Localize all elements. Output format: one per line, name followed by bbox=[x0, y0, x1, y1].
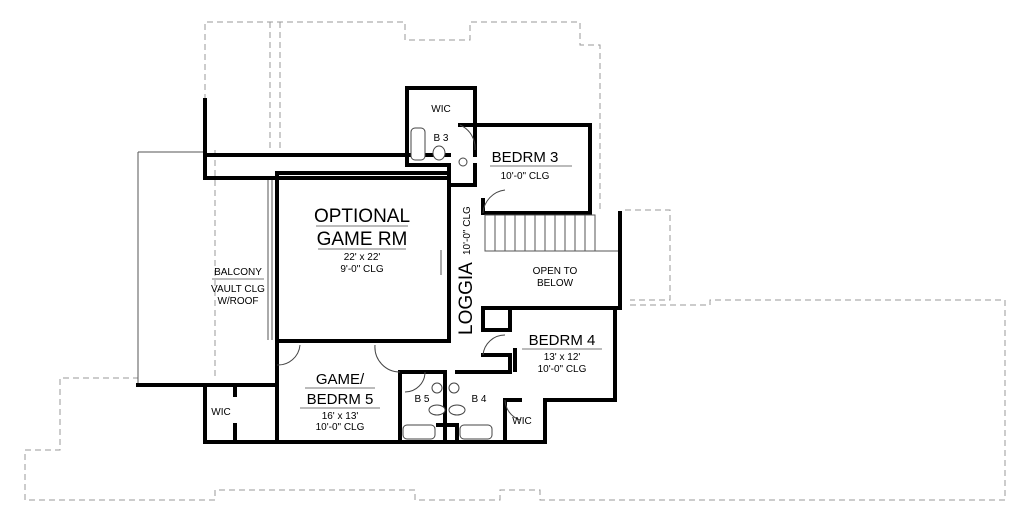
room-ceiling: 10'-0" CLG bbox=[462, 206, 473, 255]
toilet-b5 bbox=[428, 404, 446, 416]
room-note: W/ROOF bbox=[217, 296, 258, 307]
bath-b4-label: B 4 bbox=[471, 394, 486, 405]
room-name: BALCONY bbox=[214, 267, 262, 278]
room-ceiling: 9'-0" CLG bbox=[340, 264, 383, 275]
wic-top-label: WIC bbox=[431, 104, 450, 115]
label: BELOW bbox=[537, 278, 574, 289]
bath-b5-label: B 5 bbox=[414, 394, 429, 405]
room-bedrm3: BEDRM 3 10'-0" CLG bbox=[490, 149, 572, 182]
room-name: BEDRM 3 bbox=[492, 149, 559, 166]
toilet-b4 bbox=[448, 404, 466, 416]
bathtub-b3 bbox=[410, 127, 426, 161]
room-ceiling: 10'-0" CLG bbox=[501, 171, 550, 182]
room-name: OPTIONAL bbox=[314, 206, 410, 227]
room-size: 13' x 12' bbox=[544, 352, 581, 363]
room-name: LOGGIA bbox=[456, 262, 477, 335]
room-size: 22' x 22' bbox=[344, 252, 381, 263]
bathtub-b5 bbox=[402, 424, 436, 440]
sink-b4 bbox=[448, 382, 460, 394]
open-to-below: OPEN TO BELOW bbox=[533, 266, 578, 289]
room-note: VAULT CLG bbox=[211, 284, 265, 295]
room-balcony: BALCONY VAULT CLG W/ROOF bbox=[211, 267, 265, 307]
room-name: BEDRM 4 bbox=[529, 332, 596, 349]
room-loggia: LOGGIA 10'-0" CLG bbox=[456, 206, 477, 335]
room-bedrm4: BEDRM 4 13' x 12' 10'-0" CLG bbox=[522, 332, 602, 375]
room-game-bedrm5: GAME/ BEDRM 5 16' x 13' 10'-0" CLG bbox=[300, 371, 380, 433]
roof-outline bbox=[24, 21, 1006, 501]
room-name: GAME/ bbox=[316, 371, 365, 388]
room-size: 16' x 13' bbox=[322, 411, 359, 422]
sink-b5 bbox=[431, 382, 443, 394]
bathtub-b4 bbox=[459, 424, 493, 440]
room-ceiling: 10'-0" CLG bbox=[538, 364, 587, 375]
room-name: GAME RM bbox=[317, 229, 408, 250]
wic-left-label: WIC bbox=[211, 407, 230, 418]
room-ceiling: 10'-0" CLG bbox=[316, 422, 365, 433]
wic-right-label: WIC bbox=[512, 416, 531, 427]
room-optional-game-rm: OPTIONAL GAME RM 22' x 22' 9'-0" CLG bbox=[314, 206, 410, 275]
sink-b3 bbox=[458, 157, 468, 167]
label: OPEN TO bbox=[533, 266, 578, 277]
fixtures bbox=[402, 127, 493, 440]
stairs bbox=[484, 214, 618, 252]
doors bbox=[276, 124, 521, 421]
room-name: BEDRM 5 bbox=[307, 391, 374, 408]
toilet-b3 bbox=[432, 145, 446, 161]
bath-b3-label: B 3 bbox=[433, 133, 448, 144]
